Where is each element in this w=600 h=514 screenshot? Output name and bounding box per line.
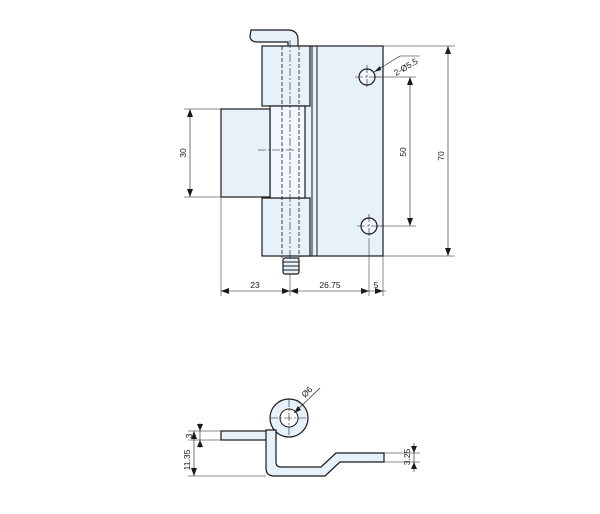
side-right-leaf [265, 429, 385, 477]
dim-offset-height: 11.35 [182, 449, 192, 470]
dim-hole-spacing: 50 [398, 147, 408, 157]
dim-pin-diameter: Ø6 [299, 384, 314, 399]
knuckle-middle [269, 105, 306, 199]
knuckle-bottom [261, 197, 311, 257]
dim-leaf-height: 30 [178, 148, 188, 158]
side-view: Ø6 3 11.35 3.25 [182, 384, 420, 477]
front-view: 2-Ø5.5 70 50 30 23 26.75 5 [178, 29, 455, 296]
moving-leaf [220, 108, 271, 198]
dim-hole-callout: 2-Ø5.5 [392, 56, 420, 78]
dim-edge-offset: 5 [374, 280, 379, 290]
dim-left-width: 23 [250, 280, 260, 290]
dim-center-width: 26.75 [319, 280, 341, 290]
dim-total-height: 70 [436, 151, 446, 161]
dim-right-offset: 3.25 [402, 448, 412, 465]
dim-thickness: 3 [184, 433, 194, 438]
knuckle-top [261, 45, 311, 107]
